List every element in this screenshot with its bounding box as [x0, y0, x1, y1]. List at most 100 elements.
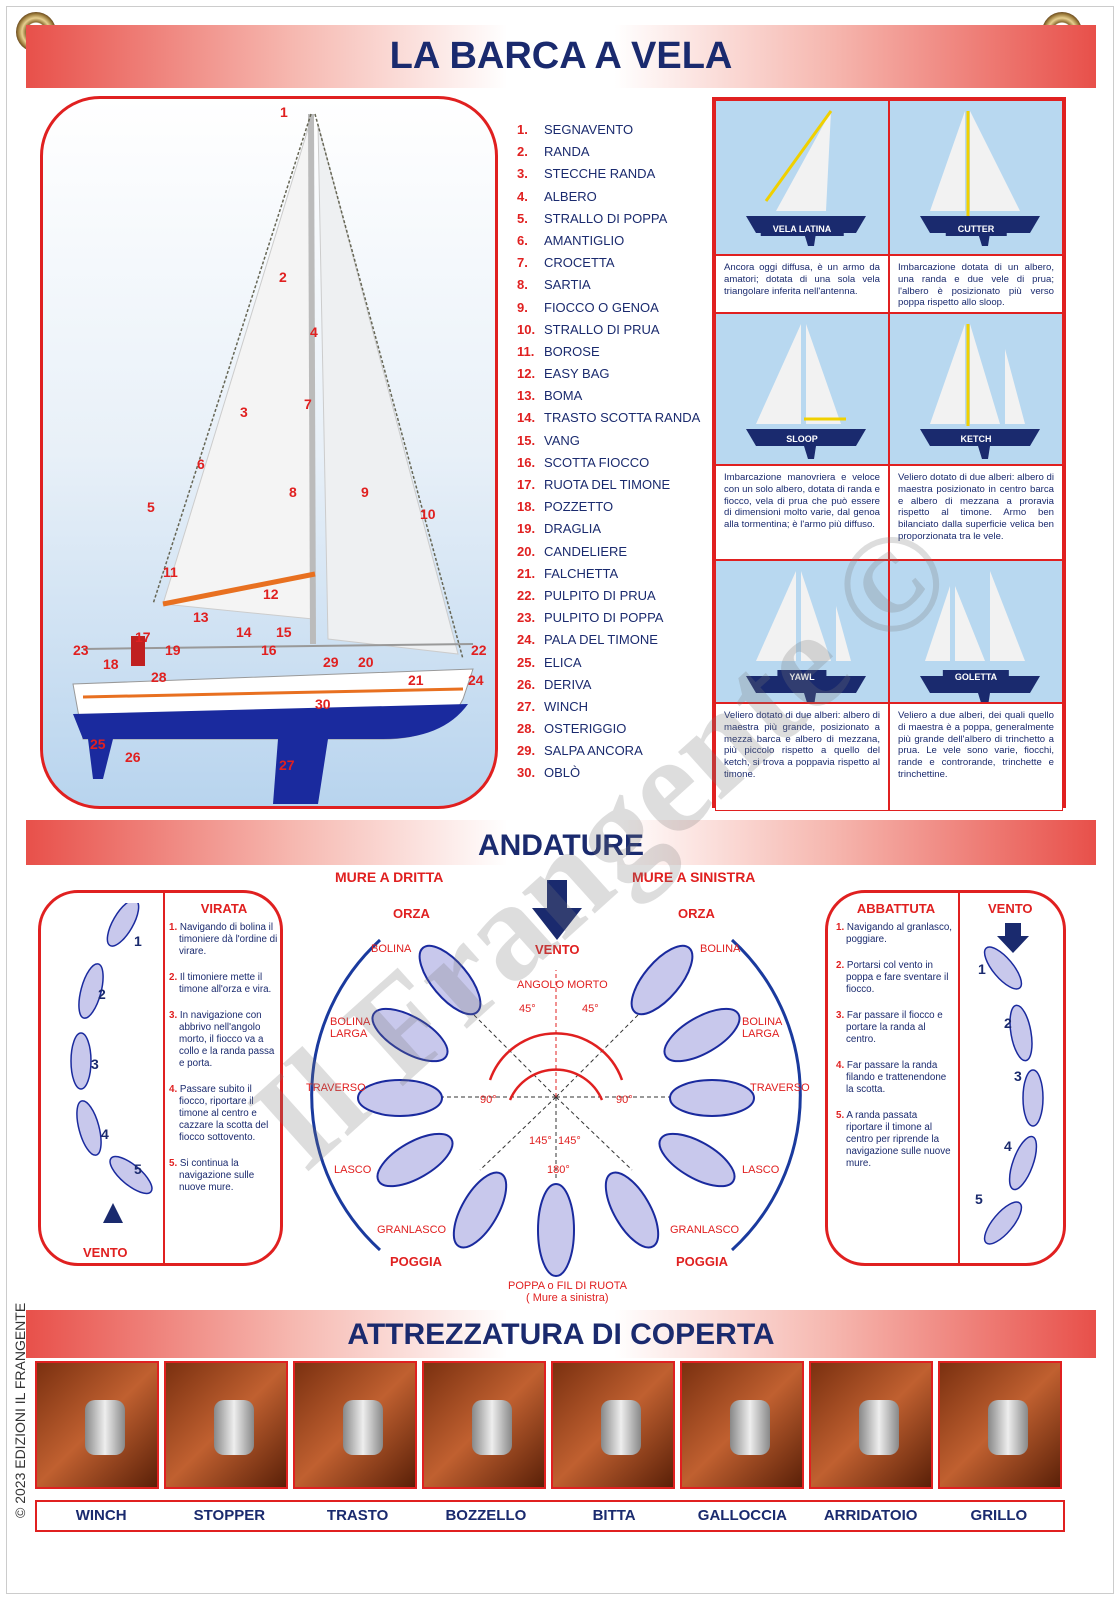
step-item: 5. A randa passata riportare il timone a…	[836, 1110, 956, 1170]
part-item: 6. AMANTIGLIO	[517, 233, 700, 255]
rig-illustration: GOLETTA	[889, 560, 1063, 703]
part-label: DERIVA	[544, 676, 592, 692]
virata-title: VIRATA	[200, 901, 248, 916]
sail-point-label: 45°	[582, 1003, 599, 1015]
copyright: © 2023 EDIZIONI IL FRANGENTE	[12, 1302, 28, 1518]
sail-point-label: LASCO	[742, 1164, 780, 1176]
part-number-marker: 3	[240, 404, 248, 420]
part-number-marker: 21	[408, 672, 424, 688]
sailboat-icon	[746, 571, 866, 702]
sailboat-illustration	[72, 113, 474, 804]
part-number-marker: 8	[289, 484, 297, 500]
part-number-marker: 18	[103, 656, 119, 672]
part-label: CROCETTA	[544, 255, 615, 271]
rig-name: YAWL	[777, 670, 827, 684]
part-number-marker: 13	[193, 609, 209, 625]
step-number: 4.	[169, 1084, 178, 1095]
part-label: PALA DEL TIMONE	[544, 632, 658, 648]
equipment-photo-grillo	[938, 1361, 1062, 1489]
part-number-marker: 2	[279, 269, 287, 285]
part-item: 12.EASY BAG	[517, 366, 700, 388]
part-number: 23.	[517, 610, 536, 626]
sail-point-label: GRANLASCO	[377, 1224, 447, 1236]
sail-point-label: POGGIA	[390, 1254, 443, 1269]
step-item: 4. Far passare la randa filando e tratte…	[836, 1060, 956, 1096]
part-number-marker: 6	[197, 456, 205, 472]
part-item: 1.SEGNAVENTO	[517, 122, 700, 144]
sail-point-label: GRANLASCO	[670, 1224, 740, 1236]
step-text: Si continua la navigazione sulle nuove m…	[179, 1158, 255, 1193]
part-number-marker: 9	[361, 484, 369, 500]
part-label: OSTERIGGIO	[544, 721, 627, 737]
sail-point-label: BOLINA	[700, 943, 741, 955]
part-number-marker: 24	[468, 672, 484, 688]
divider	[163, 893, 165, 1265]
step-text: In navigazione con abbrivo nell'angolo m…	[179, 1010, 275, 1069]
sequence-number: 3	[91, 1056, 99, 1072]
part-number: 4.	[517, 188, 528, 204]
equipment-label: GALLOCCIA	[697, 1507, 787, 1524]
sail-point-label: BOLINA	[371, 943, 412, 955]
part-number: 20.	[517, 543, 536, 559]
sail-point-label: 145°	[529, 1135, 552, 1147]
part-label: AMANTIGLIO	[544, 232, 625, 248]
sequence-number: 4	[101, 1126, 109, 1142]
part-number: 17.	[517, 477, 536, 492]
equipment-photo-trasto	[293, 1361, 417, 1489]
part-number-marker: 19	[165, 642, 181, 658]
equipment-photo-bitta	[551, 1361, 675, 1489]
step-number: 5.	[169, 1158, 178, 1169]
part-label: FIOCCO O GENOA	[544, 299, 659, 315]
part-number: 2.	[517, 144, 528, 160]
andature-band: ANDATURE	[26, 820, 1096, 865]
part-item: 4.ALBERO	[517, 189, 700, 211]
equipment-photo-bozzello	[422, 1361, 546, 1489]
step-item: 3. Far passare il fiocco e portare la ra…	[836, 1010, 956, 1046]
equipment-label: BOZZELLO	[445, 1507, 527, 1524]
part-item: 13.BOMA	[517, 388, 700, 410]
part-label: PULPITO DI PRUA	[544, 587, 656, 603]
sequence-number: 1	[978, 961, 986, 977]
part-item: 18.POZZETTO	[517, 499, 700, 521]
rig-description: Veliero a due alberi, dei quali quello d…	[889, 703, 1063, 811]
part-number: 21.	[517, 565, 536, 581]
part-number: 13.	[517, 388, 536, 404]
sail-point-label: 90°	[480, 1094, 497, 1106]
part-number-marker: 22	[471, 642, 487, 658]
abbattuta-steps: 1. Navigando al granlasco, poggiare.2. P…	[836, 922, 956, 1170]
part-label: RANDA	[544, 144, 590, 160]
part-number-marker: 28	[151, 669, 167, 685]
part-label: CANDELIERE	[544, 543, 628, 559]
part-number: 30.	[517, 765, 536, 781]
part-number-marker: 30	[315, 696, 331, 712]
step-number: 1.	[169, 922, 178, 933]
rig-name: VELA LATINA	[760, 222, 844, 236]
part-label: FALCHETTA	[544, 565, 619, 581]
sequence-number: 2	[98, 986, 106, 1002]
sail-point-label: ORZA	[678, 906, 715, 921]
rig-illustration: KETCH	[889, 313, 1063, 465]
rig-illustration: VELA LATINA	[715, 100, 889, 255]
step-item: 1. Navigando al granlasco, poggiare.	[836, 922, 956, 946]
part-number: 16.	[517, 454, 536, 470]
step-text: Far passare la randa filando e trattenen…	[846, 1060, 947, 1095]
part-number-marker: 29	[323, 654, 339, 670]
sail-point-label: 180°	[547, 1164, 570, 1176]
rig-illustration: YAWL	[715, 560, 889, 703]
part-number: 6.	[517, 232, 528, 248]
part-label: OBLÒ	[544, 765, 581, 781]
part-number: 25.	[517, 654, 536, 670]
part-number-marker: 12	[263, 586, 279, 602]
step-number: 3.	[836, 1010, 845, 1021]
part-number: 3.	[517, 166, 528, 182]
part-item: 29.SALPA ANCORA	[517, 743, 700, 765]
abbattuta-boats-illustration	[983, 923, 1044, 1245]
sequence-number: 1	[134, 933, 142, 949]
rig-description: Ancora oggi diffusa, è un armo da amator…	[715, 255, 889, 313]
attrezzatura-band: ATTREZZATURA DI COPERTA	[26, 1310, 1096, 1358]
part-item: 3.STECCHE RANDA	[517, 166, 700, 188]
part-label: VANG	[544, 432, 580, 448]
sail-point-label: POPPA o FIL DI RUOTA	[508, 1280, 627, 1292]
sail-point-label: LASCO	[334, 1164, 372, 1176]
